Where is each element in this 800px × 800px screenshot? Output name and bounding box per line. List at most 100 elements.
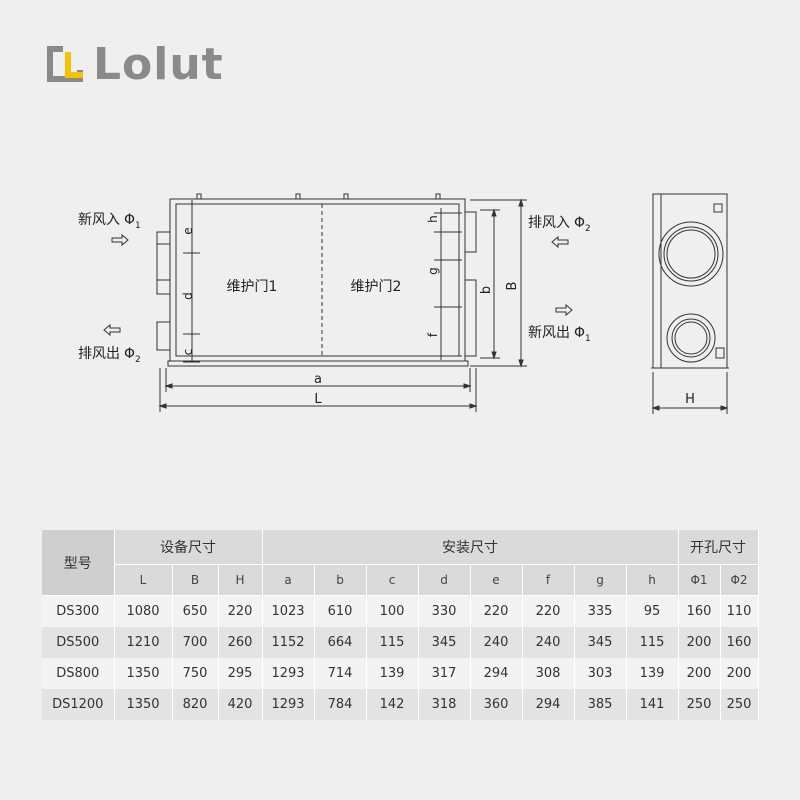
col-header-c: c <box>366 564 419 596</box>
value-cell: 1293 <box>262 689 315 720</box>
dim-f-label: f <box>426 332 440 337</box>
value-cell: 1210 <box>114 627 173 658</box>
exhaust-in-arrow <box>551 235 569 249</box>
col-header-B: B <box>172 564 219 596</box>
fresh-out-arrow <box>555 303 573 317</box>
value-cell: 220 <box>470 595 523 627</box>
value-cell: 294 <box>522 689 575 720</box>
group-header-opening: 开孔尺寸 <box>678 530 759 565</box>
value-cell: 1293 <box>262 658 315 689</box>
value-cell: 335 <box>574 595 627 627</box>
brand-name: Lolut <box>93 39 224 90</box>
value-cell: 142 <box>366 689 419 720</box>
value-cell: 1350 <box>114 658 173 689</box>
exhaust-out-arrow <box>103 323 121 337</box>
value-cell: 303 <box>574 658 627 689</box>
value-cell: 317 <box>418 658 471 689</box>
group-header-install: 安装尺寸 <box>262 530 679 565</box>
model-cell: DS1200 <box>42 689 115 720</box>
value-cell: 160 <box>720 627 759 658</box>
value-cell: 1350 <box>114 689 173 720</box>
value-cell: 360 <box>470 689 523 720</box>
fresh-in-arrow <box>111 233 129 247</box>
top-fitting-3 <box>343 193 349 200</box>
door-2-label: 维护门2 <box>351 279 402 295</box>
col-header-g: g <box>574 564 627 596</box>
unit-body <box>169 198 466 362</box>
value-cell: 141 <box>626 689 679 720</box>
col-header-phi2: Φ2 <box>720 564 759 596</box>
table-column-header-row: L B H a b c d e f g h Φ1 Φ2 <box>42 564 759 596</box>
value-cell: 260 <box>218 627 263 658</box>
value-cell: 308 <box>522 658 575 689</box>
top-fitting-2 <box>295 193 301 200</box>
left-spigot-top <box>156 231 170 295</box>
side-small-duct <box>666 313 716 363</box>
col-header-H: H <box>218 564 263 596</box>
value-cell: 250 <box>678 689 721 720</box>
col-header-L: L <box>114 564 173 596</box>
value-cell: 345 <box>418 627 471 658</box>
dim-c-label: c <box>181 349 195 356</box>
dim-g-label: g <box>426 267 440 275</box>
model-cell: DS500 <box>42 627 115 658</box>
dim-B-label: B <box>505 282 520 291</box>
model-header: 型号 <box>42 530 115 596</box>
value-cell: 95 <box>626 595 679 627</box>
right-spigot-bottom <box>465 279 477 357</box>
value-cell: 294 <box>470 658 523 689</box>
col-header-h: h <box>626 564 679 596</box>
value-cell: 240 <box>522 627 575 658</box>
dim-b-label: b <box>479 286 494 294</box>
value-cell: 700 <box>172 627 219 658</box>
col-header-d: d <box>418 564 471 596</box>
value-cell: 820 <box>172 689 219 720</box>
top-fitting-4 <box>435 193 441 200</box>
col-header-b: b <box>314 564 367 596</box>
left-spigot-bottom <box>156 321 170 351</box>
value-cell: 250 <box>720 689 759 720</box>
value-cell: 330 <box>418 595 471 627</box>
table-group-header-row: 型号 设备尺寸 安装尺寸 开孔尺寸 <box>42 530 759 596</box>
dim-H-label: H <box>685 392 695 407</box>
dim-d-label: d <box>181 292 195 300</box>
value-cell: 220 <box>522 595 575 627</box>
group-header-device: 设备尺寸 <box>114 530 263 565</box>
right-spigot-top <box>465 211 477 253</box>
top-fitting-1 <box>196 193 202 200</box>
value-cell: 714 <box>314 658 367 689</box>
value-cell: 100 <box>366 595 419 627</box>
value-cell: 750 <box>172 658 219 689</box>
dim-a-label: a <box>314 372 322 387</box>
value-cell: 385 <box>574 689 627 720</box>
dim-h-label: h <box>426 215 440 223</box>
spec-table: 型号 设备尺寸 安装尺寸 开孔尺寸 L B H a b c d e f g h … <box>42 530 759 720</box>
value-cell: 200 <box>678 658 721 689</box>
value-cell: 220 <box>218 595 263 627</box>
value-cell: 650 <box>172 595 219 627</box>
value-cell: 139 <box>366 658 419 689</box>
value-cell: 345 <box>574 627 627 658</box>
value-cell: 200 <box>720 658 759 689</box>
value-cell: 240 <box>470 627 523 658</box>
door-1-label: 维护门1 <box>227 279 278 295</box>
value-cell: 610 <box>314 595 367 627</box>
value-cell: 115 <box>366 627 419 658</box>
mounting-rail <box>167 360 469 367</box>
side-large-duct <box>658 221 724 287</box>
value-cell: 420 <box>218 689 263 720</box>
value-cell: 160 <box>678 595 721 627</box>
brand-logo: Lolut <box>45 40 224 90</box>
value-cell: 115 <box>626 627 679 658</box>
col-header-phi1: Φ1 <box>678 564 721 596</box>
value-cell: 664 <box>314 627 367 658</box>
value-cell: 1080 <box>114 595 173 627</box>
dim-e-label: e <box>181 227 195 234</box>
unit-inner-frame <box>175 203 460 357</box>
